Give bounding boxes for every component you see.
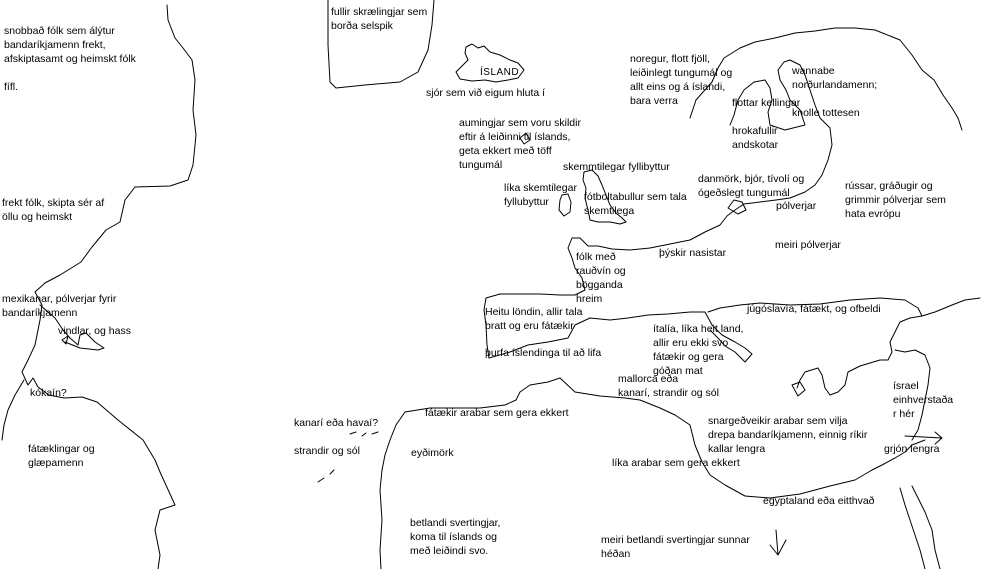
sicily-outline — [791, 381, 806, 397]
label-usa-extra: fífl. — [4, 81, 19, 93]
africa-mediterranean-coast — [559, 377, 926, 499]
label-spain: Heitu löndin, allir tala bratt og eru fá… — [485, 306, 583, 332]
label-poland-more: meiri pólverjar — [775, 239, 841, 251]
arrow-south — [769, 529, 787, 556]
label-spain-extra: þurfa íslendinga til að lifa — [485, 347, 602, 359]
label-arabs2: líka arabar sem gera ekkert — [612, 457, 740, 469]
label-denmark: danmörk, bjór, tívolí og ógeðslegt tungu… — [698, 173, 805, 199]
arabia-coast — [911, 485, 941, 569]
label-mallorca: mallorca eða kanarí, strandir og sól — [618, 373, 719, 399]
iceland-outline — [455, 43, 525, 83]
great-britain-outline — [582, 169, 627, 225]
label-sweden: flottar kellingar — [732, 97, 801, 109]
canary-islands — [317, 431, 379, 483]
scandinavia-coastline — [689, 27, 963, 131]
label-libya: snargeðveikir arabar sem vilja drepa ban… — [708, 415, 868, 455]
label-iceland: ÍSLAND — [480, 67, 520, 78]
red-sea-coast — [899, 487, 926, 569]
levant-coast — [894, 349, 931, 441]
label-baltic: hrokafullir andskotar — [732, 125, 779, 151]
mediterranean-north-coast — [488, 311, 753, 363]
label-faroe: aumingjar sem voru skildir eftir á leiði… — [459, 117, 581, 171]
label-finland-joke: knolle tottesen — [792, 107, 860, 119]
label-africa-south: meiri betlandi svertingjar sunnar héðan — [601, 534, 750, 560]
label-mexico: mexikanar, pólverjar fyrir bandaríkjamen… — [2, 293, 117, 319]
turkey-coast — [921, 297, 981, 317]
label-england: fótboltabullur sem tala skemtilega — [584, 191, 687, 217]
label-caribbean: vindlar, og hass — [58, 325, 131, 337]
label-south-america: fátæklingar og glæpamenn — [28, 443, 95, 469]
label-france: fólk með rauðvín og bögganda hreim — [576, 251, 626, 305]
label-greenland: fullir skrælingjar sem borða selspik — [331, 6, 428, 32]
label-colombia: kókaín? — [30, 387, 67, 399]
denmark-outline — [727, 199, 747, 215]
label-canada: frekt fólk, skipta sér af öllu og heimsk… — [2, 197, 105, 223]
label-rice: grjón lengra — [884, 443, 940, 455]
label-israel: ísrael einhverstaða r hér — [893, 380, 954, 420]
label-germany: þýskir nasistar — [659, 247, 727, 259]
label-beaches: strandir og sól — [294, 445, 360, 457]
label-usa: snobbað fólk sem álýtur bandaríkjamenn f… — [4, 25, 136, 65]
label-russia: rússar, gráðugir og grimmir pólverjar se… — [845, 180, 946, 220]
label-desert: eyðimörk — [411, 447, 454, 459]
label-morocco: fátækir arabar sem gera ekkert — [425, 407, 569, 419]
label-scotland: skemmtilegar fyllibyttur — [563, 161, 670, 173]
label-norway: noregur, flott fjöll, leiðinlegt tungumá… — [630, 53, 733, 107]
central-america-coast — [39, 304, 105, 351]
label-ocean: sjór sem við eigum hluta í — [426, 87, 546, 99]
label-poland: pólverjar — [776, 200, 817, 212]
arrow-east — [904, 431, 943, 445]
label-egypt: egyptaland eða eitthvað — [763, 495, 875, 507]
ireland-outline — [558, 193, 572, 217]
caribbean-island — [61, 335, 69, 345]
label-canary: kanarí eða havaí? — [294, 417, 379, 429]
label-yugoslavia: júgóslavía, fátækt, og ofbeldi — [747, 303, 881, 315]
balkans-coast — [707, 297, 923, 396]
label-italy: ítalía, líka heit land, allir eru ekki s… — [653, 323, 744, 377]
sweden-coast — [483, 59, 833, 359]
greenland-outline — [327, 0, 435, 89]
label-ireland: líka skemtilegar fyllubyttur — [504, 182, 577, 208]
label-finland: wannabe norðurlandamenn; — [792, 65, 878, 91]
label-africa: betlandi svertingjar, koma til íslands o… — [410, 517, 501, 557]
south-america-west-coast — [1, 379, 25, 441]
faroe-islands — [519, 132, 531, 145]
north-america-coastline — [21, 4, 197, 569]
north-africa-coast — [379, 377, 561, 569]
